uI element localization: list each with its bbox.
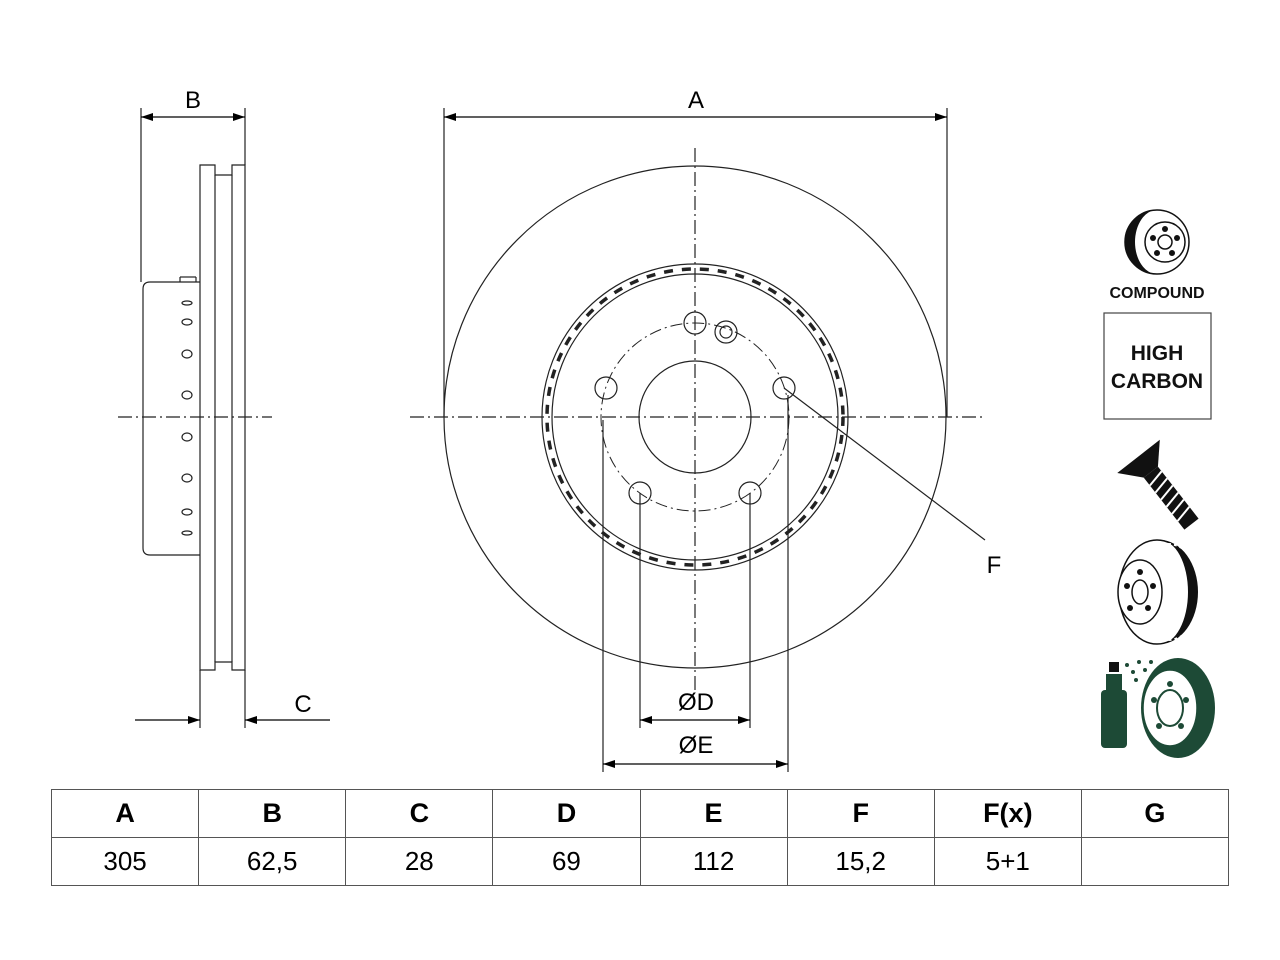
dim-label-c: C [294, 691, 311, 718]
header-cell-fx: F(x) [933, 789, 1082, 838]
spray-coated-disc-icon [1101, 658, 1215, 758]
value-cell-b: 62,5 [198, 837, 347, 886]
compound-disc-icon [1124, 209, 1190, 275]
dim-label-d: ØD [678, 689, 714, 716]
screw-icon [1117, 439, 1199, 530]
value-cell-a: 305 [50, 837, 200, 886]
side-view [118, 108, 272, 728]
compound-label: COMPOUND [1109, 285, 1204, 302]
dim-label-b: B [185, 87, 201, 114]
header-cell-e: E [639, 789, 788, 838]
header-cell-a: A [50, 789, 200, 838]
value-cell-g [1080, 837, 1230, 886]
header-cell-b: B [198, 789, 347, 838]
dimension-b: B [141, 87, 245, 121]
high-carbon-badge: HIGH CARBON [1103, 312, 1212, 420]
high-carbon-line1: HIGH [1131, 342, 1184, 365]
value-cell-d: 69 [492, 837, 641, 886]
dim-label-e: ØE [679, 732, 714, 759]
header-cell-f: F [786, 789, 935, 838]
dim-label-a: A [688, 87, 704, 114]
dimension-a: A [444, 87, 947, 121]
spec-table-value-row: 305 62,5 28 69 112 15,2 5+1 [50, 837, 1230, 886]
dimension-c: C [135, 691, 330, 724]
dimension-e: ØE [603, 732, 788, 768]
compound-badge: COMPOUND [1109, 209, 1205, 302]
header-cell-d: D [492, 789, 641, 838]
value-cell-fx: 5+1 [933, 837, 1082, 886]
dimension-d: ØD [640, 689, 750, 724]
high-carbon-line2: CARBON [1111, 370, 1203, 393]
vented-disc-icon [1117, 539, 1203, 645]
value-cell-e: 112 [639, 837, 788, 886]
value-cell-f: 15,2 [786, 837, 935, 886]
spec-table: A B C D E F F(x) G 305 62,5 28 69 112 15… [50, 789, 1230, 886]
spec-table-header-row: A B C D E F F(x) G [50, 789, 1230, 838]
value-cell-c: 28 [345, 837, 494, 886]
header-cell-c: C [345, 789, 494, 838]
header-cell-g: G [1080, 789, 1230, 838]
front-view [410, 108, 986, 772]
dim-label-f: F [987, 552, 1002, 579]
